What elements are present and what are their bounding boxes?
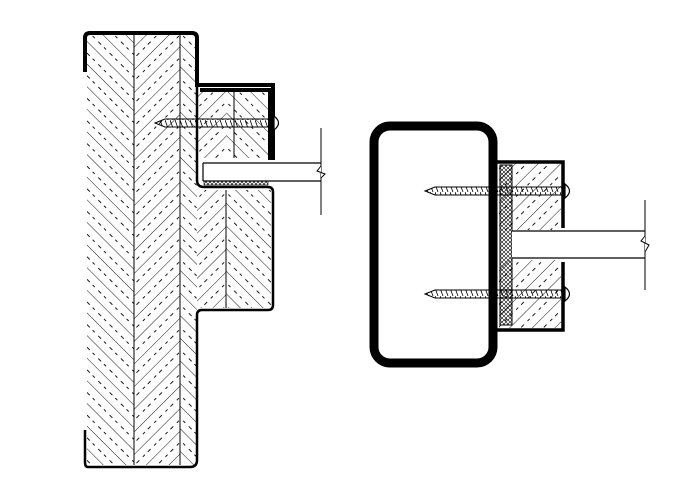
- screw-icon: [153, 114, 280, 132]
- screw-icon: [423, 182, 571, 200]
- glass-panel-left: [202, 128, 326, 215]
- right-profile: [369, 121, 650, 368]
- glass-panel-right: [512, 200, 650, 290]
- screw-icon: [423, 285, 571, 303]
- left-profile: [83, 31, 326, 469]
